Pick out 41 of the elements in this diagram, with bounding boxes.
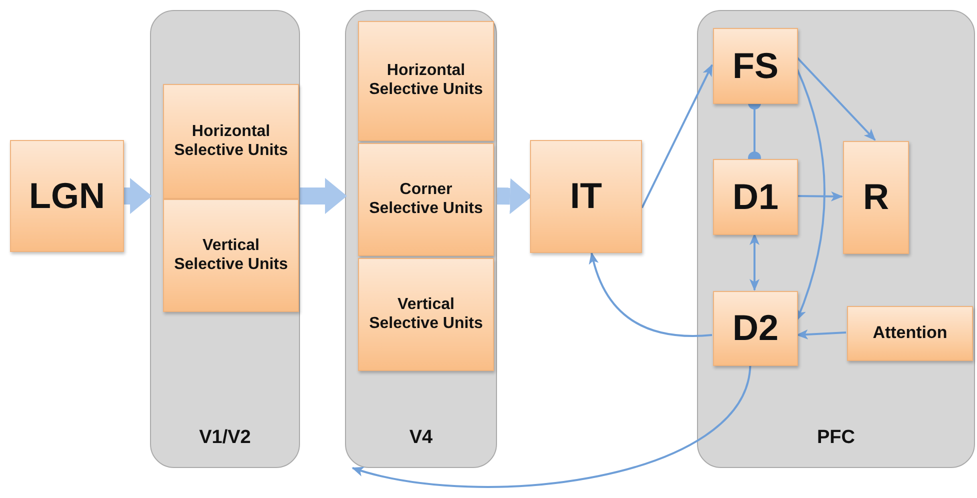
region-label: PFC — [817, 427, 855, 449]
process-box — [843, 141, 909, 254]
region-label: V1/V2 — [199, 427, 251, 449]
process-box — [358, 21, 494, 141]
block-arrow — [124, 178, 152, 214]
box-label: Corner Selective Units — [368, 180, 484, 218]
arrow — [641, 64, 713, 208]
process-box — [358, 143, 494, 256]
box-label: Attention — [872, 323, 948, 344]
process-box — [530, 140, 642, 253]
region-panel — [697, 10, 975, 468]
arrow — [589, 252, 712, 337]
process-box — [10, 140, 124, 252]
arrow — [750, 233, 760, 291]
arrow — [352, 364, 752, 488]
box-label: D2 — [732, 307, 779, 350]
arrow — [796, 68, 826, 321]
block-arrow — [496, 178, 532, 214]
process-box — [713, 159, 798, 235]
block-arrow — [300, 178, 347, 214]
process-box — [713, 291, 798, 366]
box-label: R — [863, 176, 889, 219]
process-box — [358, 258, 494, 371]
box-label: FS — [732, 44, 778, 88]
box-label: Vertical Selective Units — [173, 236, 289, 274]
box-label: LGN — [29, 174, 105, 218]
process-box — [163, 199, 299, 312]
box-label: IT — [570, 175, 602, 218]
arrow — [796, 191, 843, 202]
box-label: Vertical Selective Units — [368, 296, 484, 334]
region-panel — [150, 10, 300, 468]
arrow — [796, 56, 876, 141]
process-box — [163, 84, 299, 199]
box-label: D1 — [732, 176, 779, 218]
process-box — [713, 28, 798, 104]
region-panel — [345, 10, 497, 468]
box-label: Horizontal Selective Units — [173, 122, 289, 160]
box-label: Horizontal Selective Units — [368, 62, 484, 100]
region-label: V4 — [409, 427, 433, 449]
arrow — [796, 329, 846, 340]
process-box — [847, 306, 973, 361]
